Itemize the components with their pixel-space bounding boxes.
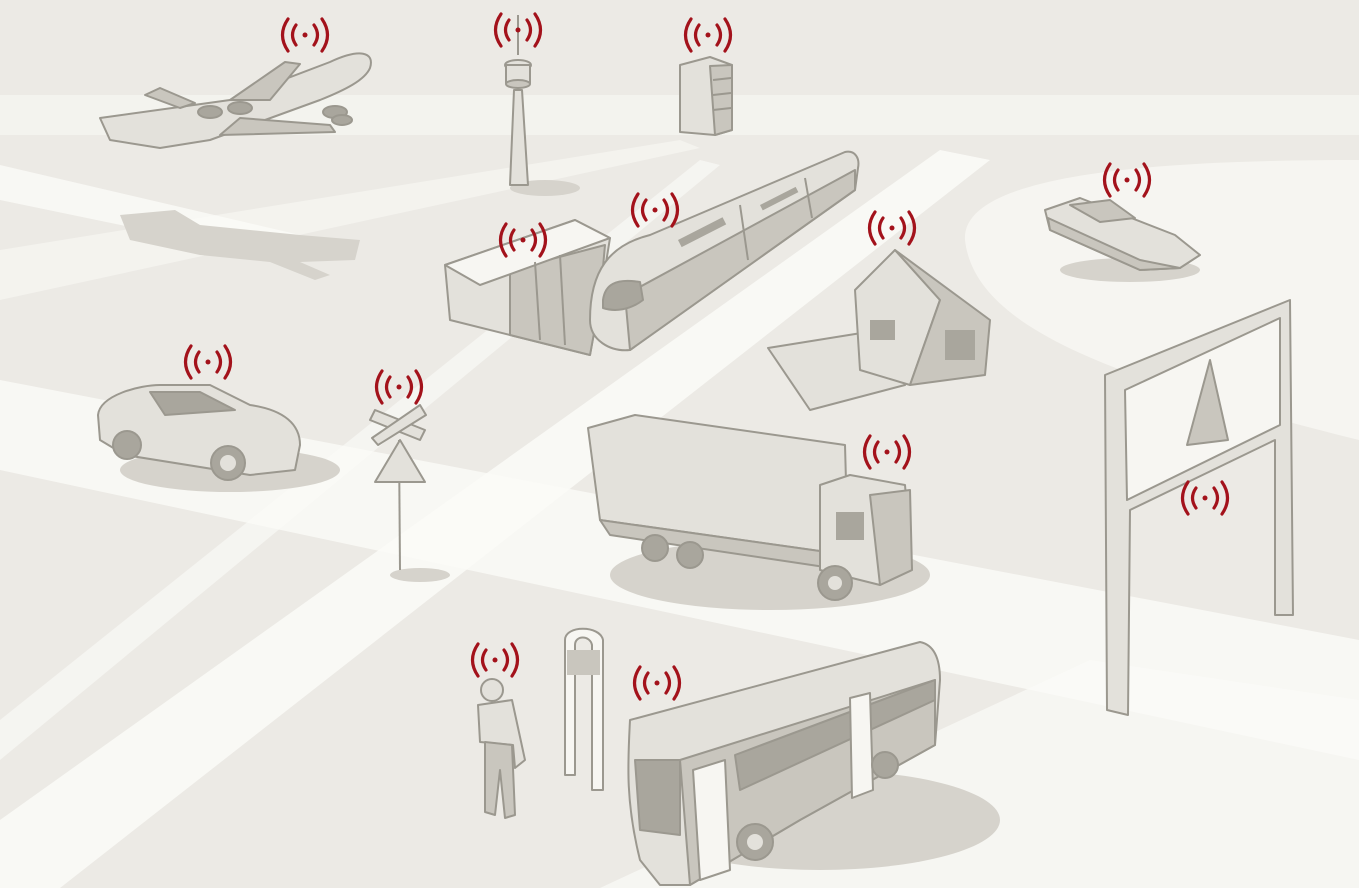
wireless-signal-icon bbox=[470, 642, 520, 678]
truck-icon bbox=[587, 414, 913, 601]
wireless-signal-icon bbox=[867, 210, 917, 246]
station-building-icon bbox=[444, 219, 611, 356]
car-icon bbox=[97, 384, 301, 481]
wireless-signal-icon bbox=[183, 344, 233, 380]
wireless-signal-icon bbox=[630, 192, 680, 228]
person-on-phone-icon bbox=[477, 678, 526, 819]
wireless-signal-icon bbox=[862, 434, 912, 470]
wireless-signal-icon bbox=[683, 17, 733, 53]
boat-icon bbox=[1044, 197, 1201, 271]
wireless-signal-icon bbox=[632, 665, 682, 701]
wireless-signal-icon bbox=[1102, 162, 1152, 198]
radio-tower-icon bbox=[504, 15, 532, 186]
house-icon bbox=[767, 249, 991, 411]
train-icon bbox=[589, 150, 860, 352]
office-building-icon bbox=[679, 56, 733, 136]
railroad-crossing-sign-icon bbox=[369, 404, 427, 571]
wireless-signal-icon bbox=[498, 222, 548, 258]
bus-icon bbox=[627, 641, 941, 886]
overhead-sign-gantry-icon bbox=[1104, 299, 1294, 716]
wireless-signal-icon bbox=[374, 369, 424, 405]
wireless-signal-icon bbox=[1180, 480, 1230, 516]
wireless-signal-icon bbox=[280, 17, 330, 53]
wireless-signals bbox=[183, 12, 1230, 701]
wireless-signal-icon bbox=[493, 12, 543, 48]
airplane-icon bbox=[99, 52, 372, 149]
bus-stop-icon bbox=[564, 627, 604, 791]
